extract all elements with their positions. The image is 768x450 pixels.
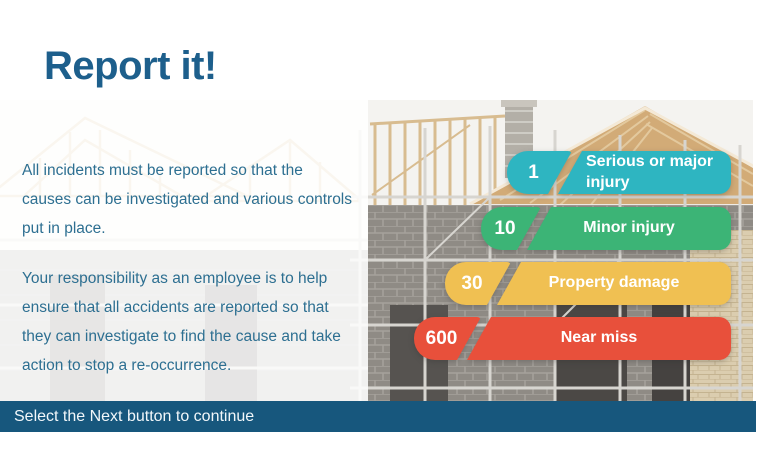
- pyramid-row-property-damage: 30 Property damage: [445, 262, 731, 305]
- footer-instruction-bar: Select the Next button to continue: [0, 401, 756, 432]
- paragraph-employee-responsibility: Your responsibility as an employee is to…: [22, 270, 341, 374]
- page-title: Report it!: [44, 44, 217, 88]
- pyramid-label: Property damage: [548, 274, 680, 292]
- pyramid-label: Minor injury: [583, 219, 675, 237]
- pyramid-label-badge: Near miss: [467, 317, 731, 360]
- pyramid-value: 30: [461, 272, 483, 294]
- pyramid-value: 600: [425, 327, 458, 349]
- pyramid-label-badge: Property damage: [497, 262, 731, 305]
- pyramid-label: Serious or major injury: [586, 152, 714, 191]
- pyramid-value: 1: [528, 161, 539, 183]
- pyramid-row-minor-injury: 10 Minor injury: [481, 207, 731, 250]
- text-panel-overlay: [0, 100, 368, 403]
- paragraph-report-reason: All incidents must be reported so that t…: [22, 162, 353, 237]
- pyramid-row-serious-injury: 1 Serious or major injury: [507, 151, 731, 194]
- footer-instruction-text: Select the Next button to continue: [14, 407, 255, 425]
- pyramid-label-badge: Minor injury: [527, 207, 731, 250]
- pyramid-label-badge: Serious or major injury: [558, 151, 731, 194]
- pyramid-row-near-miss: 600 Near miss: [414, 317, 731, 360]
- pyramid-value: 10: [494, 217, 516, 239]
- pyramid-label: Near miss: [560, 329, 638, 347]
